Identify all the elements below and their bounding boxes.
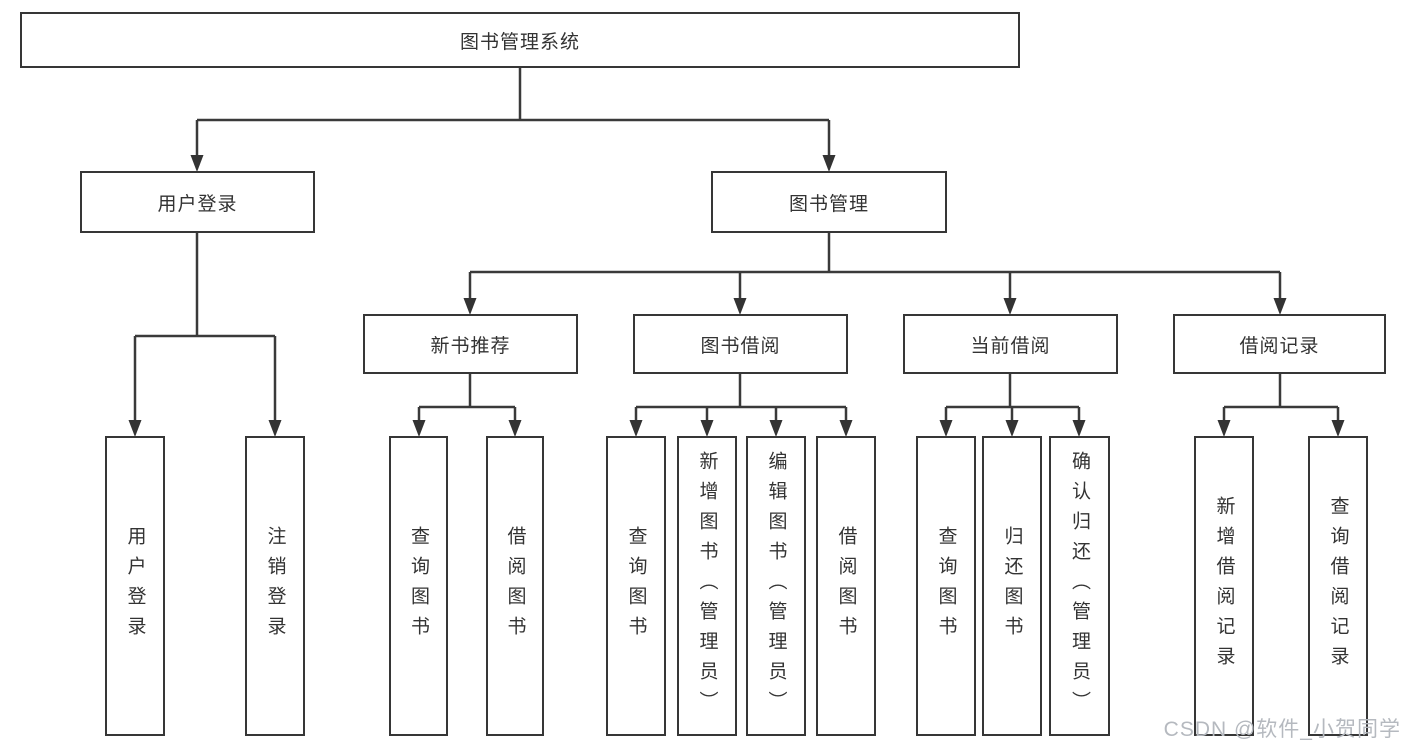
leaf-current-query-book: 查询图书 [916, 436, 976, 736]
leaf-logout: 注销登录 [245, 436, 305, 736]
leaf-user-login: 用户登录 [105, 436, 165, 736]
leaf-borrow-add-book-admin: 新增图书（管理员） [677, 436, 737, 736]
connector-paths [133, 68, 1340, 422]
leaf-current-return-book: 归还图书 [982, 436, 1042, 736]
node-borrow-record: 借阅记录 [1173, 314, 1386, 374]
node-root-system: 图书管理系统 [20, 12, 1020, 68]
node-book-management-branch: 图书管理 [711, 171, 947, 233]
arrowheads [128, 155, 1345, 437]
leaf-recommend-borrow-book: 借阅图书 [486, 436, 544, 736]
leaf-record-add-borrow-record: 新增借阅记录 [1194, 436, 1254, 736]
leaf-recommend-query-book: 查询图书 [389, 436, 448, 736]
leaf-borrow-borrow-book: 借阅图书 [816, 436, 876, 736]
leaf-record-query-borrow-record: 查询借阅记录 [1308, 436, 1368, 736]
node-book-borrow: 图书借阅 [633, 314, 848, 374]
leaf-borrow-query-book: 查询图书 [606, 436, 666, 736]
node-user-login-branch: 用户登录 [80, 171, 315, 233]
leaf-current-confirm-return-admin: 确认归还（管理员） [1049, 436, 1110, 736]
node-current-borrow: 当前借阅 [903, 314, 1118, 374]
csdn-watermark: CSDN @软件_小贺同学 [1163, 718, 1401, 741]
node-new-book-recommend: 新书推荐 [363, 314, 578, 374]
leaf-borrow-edit-book-admin: 编辑图书（管理员） [746, 436, 806, 736]
